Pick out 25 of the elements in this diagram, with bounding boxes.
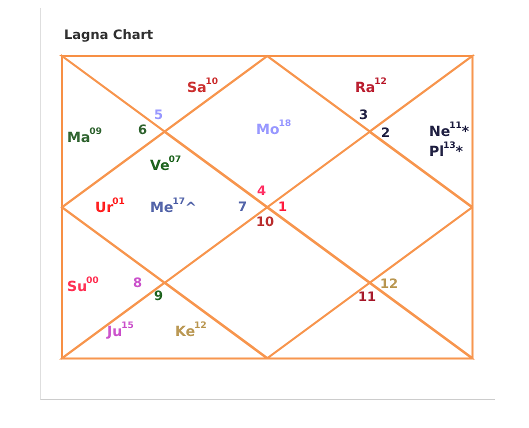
sign-number: 11 (358, 290, 376, 306)
planet-label: Sa$^{10}$ (187, 78, 218, 98)
sign-number: 9 (154, 289, 164, 305)
chart-title: Lagna Chart (64, 27, 154, 44)
planet-label: Ju$^{15}$ (107, 322, 134, 342)
planet-label: Mo$^{18}$ (256, 120, 292, 140)
sign-number: 7 (238, 200, 248, 216)
planet-label: Ve$^{07}$ (150, 156, 182, 176)
planet-label: Me$^{17}$^ (150, 198, 197, 218)
sign-number: 5 (154, 108, 164, 124)
sign-number: 10 (256, 215, 274, 231)
sign-number: 2 (381, 126, 390, 142)
planet-label: Ne$^{11}$* (429, 122, 470, 141)
sign-number: 12 (380, 277, 398, 293)
sign-number: 6 (138, 123, 148, 139)
planet-label: Pl$^{13}$* (429, 142, 463, 162)
sign-number: 4 (257, 184, 266, 200)
planet-label: Su$^{00}$ (67, 277, 99, 297)
sign-number: 8 (133, 276, 142, 292)
planet-label: Ke$^{12}$ (175, 322, 207, 342)
planet-label: Ma$^{09}$ (67, 128, 102, 148)
planet-label: Ra$^{12}$ (355, 78, 387, 98)
sign-number: 3 (359, 108, 368, 124)
sign-number: 1 (278, 200, 288, 216)
planet-label: Ur$^{01}$ (95, 198, 125, 218)
